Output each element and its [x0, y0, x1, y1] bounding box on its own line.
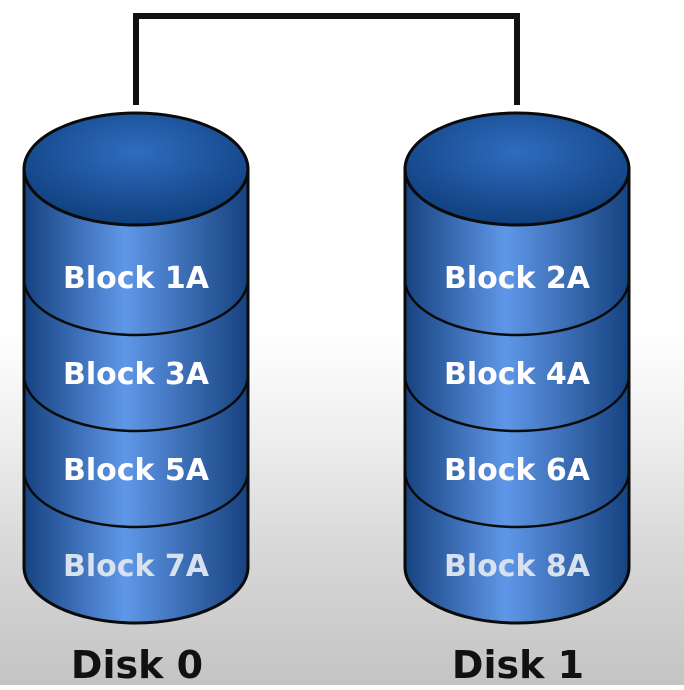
block-label: Block 2A — [444, 261, 591, 296]
block-label: Block 3A — [63, 357, 210, 392]
block-divider — [22, 470, 250, 529]
cylinder-top — [403, 111, 631, 227]
block-label: Block 1A — [63, 261, 210, 296]
block-label: Block 5A — [63, 453, 210, 488]
disk-1-label: Disk 1 — [451, 643, 585, 687]
disk-0-label: Disk 0 — [70, 643, 204, 687]
block-divider — [403, 374, 631, 433]
block-label: Block 8A — [444, 549, 591, 584]
cylinder-body — [22, 167, 250, 625]
block-divider — [22, 278, 250, 337]
cylinder-top — [22, 111, 250, 227]
disk-1-cylinder: Block 2A Block 4A Block 6A Block 8A — [403, 111, 631, 625]
block-label: Block 6A — [444, 453, 591, 488]
block-label: Block 4A — [444, 357, 591, 392]
mirror-connector-line — [133, 13, 520, 105]
block-divider — [403, 470, 631, 529]
block-label: Block 7A — [63, 549, 210, 584]
disk-0-cylinder: Block 1A Block 3A Block 5A Block 7A — [22, 111, 250, 625]
block-divider — [22, 374, 250, 433]
block-divider — [403, 278, 631, 337]
cylinder-body — [403, 167, 631, 625]
